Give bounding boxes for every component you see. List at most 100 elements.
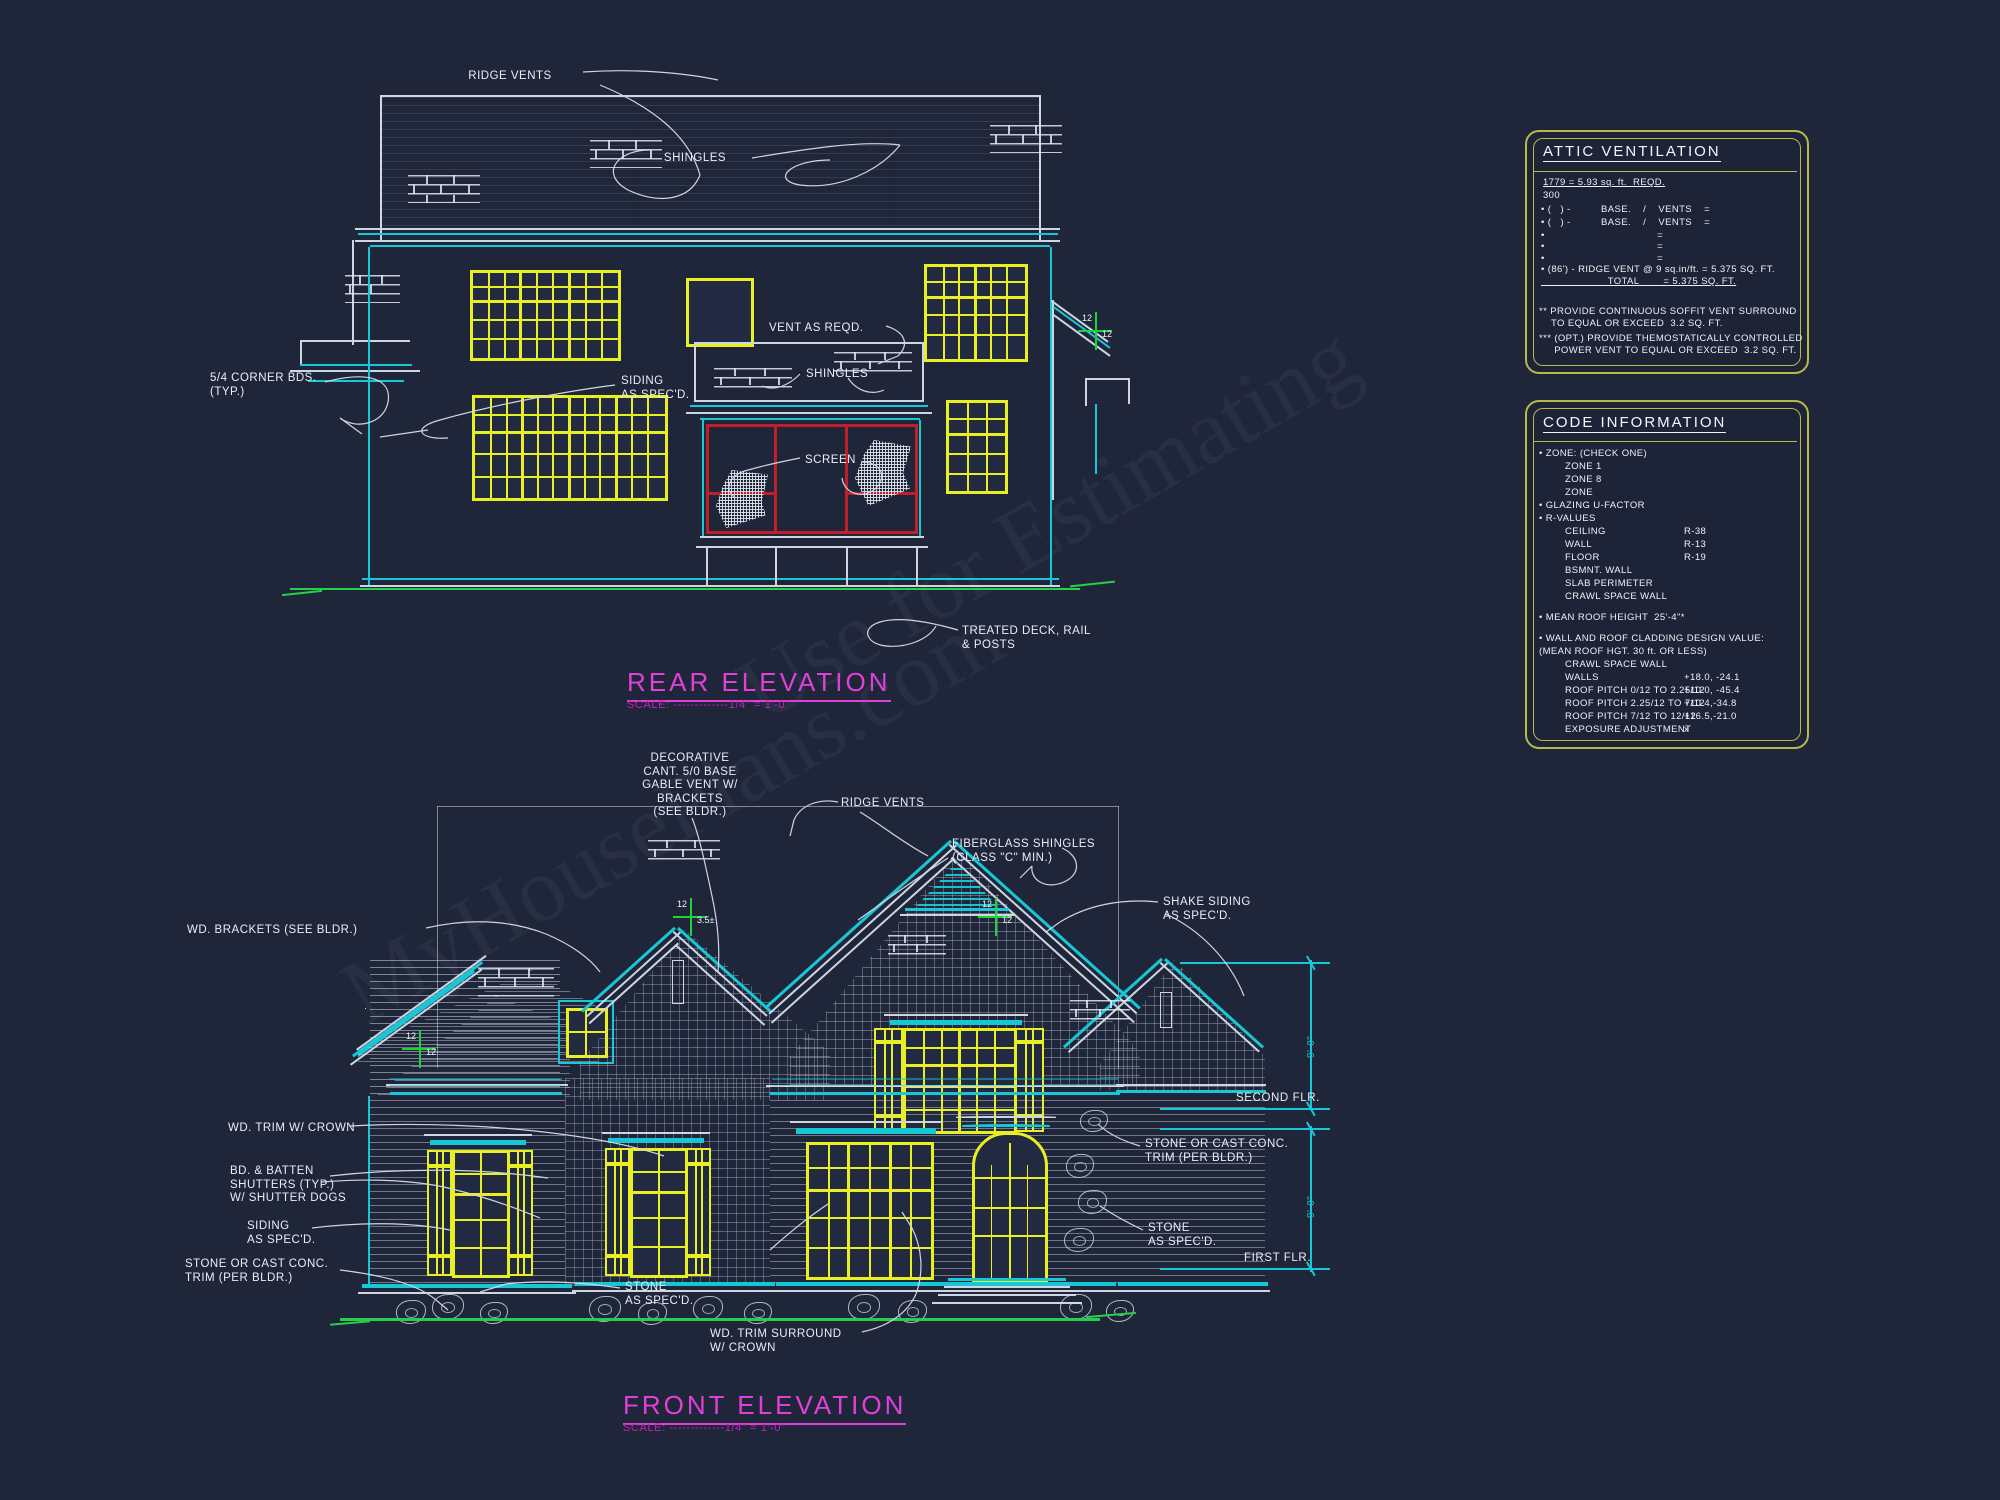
front-label-ridge-vents: RIDGE VENTS [841,797,925,809]
rear-label-ridge-vents: RIDGE VENTS [468,70,552,82]
code-row-label: EXPOSURE ADJUSTMENT [1565,724,1692,735]
code-row-value: x [1684,724,1690,735]
attic-ventilation-title: ATTIC VENTILATION [1543,143,1721,160]
front-label-stone-spec-bottom: STONE AS SPEC'D. [625,1281,694,1307]
front-elevation-title-block: FRONT ELEVATION [623,1390,907,1425]
code-row-label: FLOOR [1565,552,1600,563]
front-label-bd-batten: BD. & BATTEN SHUTTERS (TYP.) W/ SHUTTER … [230,1165,347,1204]
front-label-stone-cast-right: STONE OR CAST CONC. TRIM (PER BLDR.) [1145,1138,1289,1164]
code-row-label: • GLAZING U-FACTOR [1539,500,1645,511]
rear-label-siding: SIDING AS SPEC'D. [621,375,690,401]
attic-vent-note-1: TO EQUAL OR EXCEED 3.2 SQ. FT. [1539,318,1723,329]
attic-vent-line-6: • = [1541,253,1664,264]
front-pitch-center-bottom: 3.5± [697,915,715,925]
screen-mesh-left [716,470,768,528]
front-pitch-left-top: 12 [406,1031,417,1041]
code-row-label: WALL [1565,539,1593,550]
front-window-left [452,1150,510,1278]
front-window-triple [806,1142,934,1280]
rear-window-upper-left [470,270,621,361]
attic-vent-note-0: ** PROVIDE CONTINUOUS SOFFIT VENT SURROU… [1539,306,1797,317]
front-upper-shutter-right [1015,1028,1044,1132]
rear-window-upper-right [924,264,1028,362]
code-row-label: ZONE 8 [1565,474,1602,485]
front-label-stone-cast-left: STONE OR CAST CONC. TRIM (PER BLDR.) [185,1258,329,1284]
rear-label-shingles-porch: SHINGLES [806,368,869,380]
front-label-wd-trim-surround: WD. TRIM SURROUND W/ CROWN [710,1328,842,1354]
rear-pitch-top: 12 [1082,313,1093,323]
rear-window-lower-left [472,395,668,501]
attic-vent-line-8: TOTAL = 5.375 SQ. FT. [1541,276,1737,287]
rear-label-corner-bds: 5/4 CORNER BDS. (TYP.) [210,372,317,398]
code-row-value: R-13 [1684,539,1707,550]
front-pitch-center-top: 12 [677,899,688,909]
front-window-mid [630,1148,688,1278]
front-label-wd-trim-crown: WD. TRIM W/ CROWN [228,1122,356,1134]
code-row-label: CEILING [1565,526,1606,537]
code-row-value: R-38 [1684,526,1707,537]
code-information-box [1525,400,1809,749]
attic-ventilation-box [1525,130,1809,374]
code-row-value: +18.0, -24.1 [1684,672,1740,683]
front-pitch-right-top: 12 [982,899,993,909]
front-pitch-right-bottom: 12 [1002,915,1013,925]
front-shutter-left-b [508,1150,533,1276]
code-row-label: • MEAN ROOF HEIGHT 25'-4"* [1539,612,1685,623]
rear-pitch-bottom: 12 [1102,329,1113,339]
front-shutter-mid-a [605,1148,630,1276]
code-row-label: ROOF PITCH 7/12 TO 12/12 [1565,711,1697,722]
attic-vent-line-2: • ( ) - BASE. / VENTS = [1541,204,1711,215]
attic-vent-line-5: • = [1541,241,1664,252]
rear-label-vent-as-reqd: VENT AS REQD. [769,322,864,334]
front-shutter-left-a [427,1150,452,1276]
attic-vent-line-3: • ( ) - BASE. / VENTS = [1541,217,1711,228]
code-information-title-wrap: CODE INFORMATION [1543,414,1727,433]
rear-elevation-title-block: REAR ELEVATION [627,667,891,702]
code-row-label: • WALL AND ROOF CLADDING DESIGN VALUE: [1539,633,1765,644]
code-row-label: WALLS [1565,672,1599,683]
front-first-floor-label: FIRST FLR. [1244,1252,1312,1264]
attic-vent-line-7: • (86') - RIDGE VENT @ 9 sq.in/ft. = 5.3… [1541,264,1775,275]
front-elevation-title: FRONT ELEVATION [623,1390,907,1420]
attic-ventilation-title-wrap: ATTIC VENTILATION [1543,143,1721,162]
front-label-siding: SIDING AS SPEC'D. [247,1220,316,1246]
attic-vent-note-2: *** (OPT.) PROVIDE THEMOSTATICALLY CONTR… [1539,333,1803,344]
attic-vent-note-3: POWER VENT TO EQUAL OR EXCEED 3.2 SQ. FT… [1539,345,1797,356]
front-shutter-mid-b [686,1148,711,1276]
code-row-value: +10.0, -45.4 [1684,685,1740,696]
attic-vent-line-0: 1779 = 5.93 sq. ft. REQD. [1543,177,1666,188]
code-row-label: CRAWL SPACE WALL [1565,659,1668,670]
code-row-value: +10.4,-34.8 [1684,698,1737,709]
front-label-fiberglass-shingles: FIBERGLASS SHINGLES (CLASS "C" MIN.) [952,838,1096,864]
code-row-value: R-19 [1684,552,1707,563]
rear-window-vent-blank [686,278,754,347]
code-row-label: SLAB PERIMETER [1565,578,1653,589]
rear-window-lower-right [946,400,1008,494]
rear-label-screen: SCREEN [805,454,856,466]
rear-label-deck: TREATED DECK, RAIL & POSTS [962,625,1091,651]
attic-vent-line-4: • = [1541,230,1664,241]
code-row-label: ZONE 1 [1565,461,1602,472]
code-row-label: CRAWL SPACE WALL [1565,591,1668,602]
screen-mesh-right [855,440,911,506]
front-pitch-left-bottom: 12 [426,1047,437,1057]
rear-label-shingles-roof: SHINGLES [663,152,727,164]
code-row-label: (MEAN ROOF HGT. 30 ft. OR LESS) [1539,646,1708,657]
front-label-shake-siding: SHAKE SIDING AS SPEC'D. [1163,896,1251,922]
rear-elevation-title: REAR ELEVATION [627,667,891,697]
code-information-title: CODE INFORMATION [1543,414,1727,431]
front-label-stone-spec-right: STONE AS SPEC'D. [1148,1222,1217,1248]
front-second-floor-label: SECOND FLR. [1236,1092,1320,1104]
front-upper-shutter-left [874,1028,903,1132]
code-row-label: BSMNT. WALL [1565,565,1633,576]
code-row-label: • ZONE: (CHECK ONE) [1539,448,1648,459]
attic-vent-line-1: 300 [1543,190,1561,201]
front-gable-window-trim [558,1000,614,1064]
front-dim-lower: 9'-0" [1306,1195,1317,1218]
rear-elevation-scale: SCALE: -------------1/4" = 1'-0" [627,699,790,711]
code-row-label: ROOF PITCH 0/12 TO 2.25/12 [1565,685,1705,696]
code-row-label: ROOF PITCH 2.25/12 TO 7/12 [1565,698,1705,709]
front-elevation-scale: SCALE: -------------1/4" = 1'-0" [623,1422,786,1434]
front-label-decorative-cant: DECORATIVE CANT. 5/0 BASE GABLE VENT W/ … [642,752,738,818]
